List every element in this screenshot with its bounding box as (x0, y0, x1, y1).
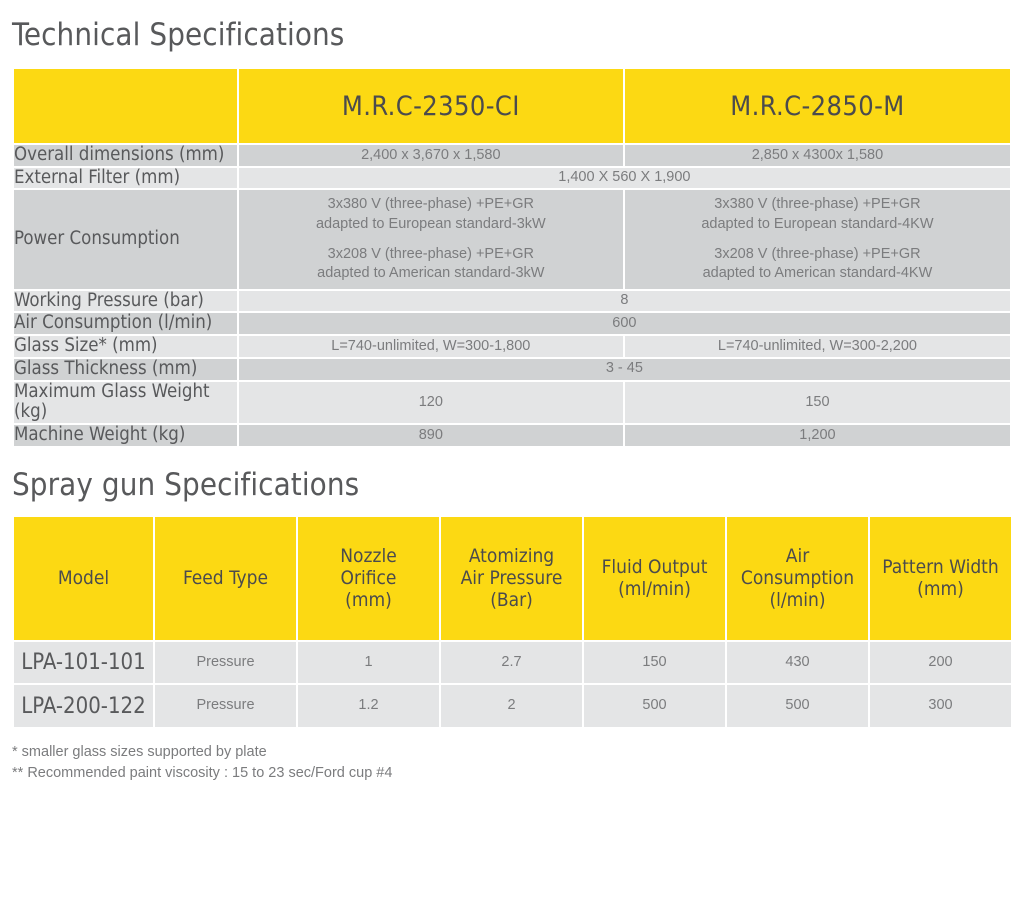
row-value: 3x380 V (three-phase) +PE+GR adapted to E… (624, 190, 1010, 289)
row-value: L=740-unlimited, W=300-1,800 (238, 336, 623, 357)
row-value: 890 (238, 425, 623, 446)
row-value: 2,850 x 4300x 1,580 (624, 145, 1010, 166)
header-line: Consumption (740, 567, 855, 590)
spray-value-cell: 150 (584, 641, 725, 684)
value-block: 3x208 V (three-phase) +PE+GR adapted to A… (625, 240, 1010, 289)
spray-value-cell: 430 (727, 641, 868, 684)
spray-model-cell: LPA-200-122 (14, 685, 153, 727)
spray-value-cell: Pressure (155, 685, 296, 727)
header-line: Air (785, 544, 810, 567)
table-row: External Filter (mm)1,400 X 560 X 1,900 (14, 167, 1010, 189)
header-line: (l/min) (769, 589, 826, 612)
spray-column-header: Model (14, 516, 153, 640)
row-value: 120 (238, 381, 623, 423)
row-value: 1,200 (624, 425, 1010, 446)
value-line: adapted to European standard-3kW (315, 216, 546, 232)
technical-specifications-title: Technical Specifications (12, 17, 345, 53)
header-line: Feed Type (182, 567, 269, 590)
spray-column-header: Feed Type (155, 516, 296, 640)
value-line: 3x380 V (three-phase) +PE+GR (714, 196, 921, 213)
header-line: (mm) (345, 589, 392, 612)
header-line: Pattern Width (882, 555, 999, 578)
table-row: Air Consumption (l/min)600 (14, 313, 1010, 335)
row-label: Overall dimensions (mm) (14, 144, 237, 166)
table-row: Glass Thickness (mm)3 - 45 (14, 358, 1010, 380)
spray-value-cell: 300 (870, 685, 1011, 727)
value-line: 3x208 V (three-phase) +PE+GR (714, 245, 921, 262)
header-line: (Bar) (490, 589, 533, 612)
row-label: Glass Size* (mm) (14, 335, 237, 357)
row-label: Maximum Glass Weight (kg) (14, 381, 237, 423)
row-label: Glass Thickness (mm) (14, 358, 237, 380)
table-row: Working Pressure (bar)8 (14, 290, 1010, 312)
spray-value-cell: 1.2 (298, 685, 439, 727)
row-value: 3x380 V (three-phase) +PE+GR adapted to E… (238, 190, 623, 289)
row-value-merged: 8 (238, 290, 1010, 312)
technical-header-row: M.R.C-2350-CI M.R.C-2850-M (14, 69, 1010, 143)
technical-header-model-1: M.R.C-2350-CI (238, 69, 623, 143)
spray-value-cell: 500 (584, 685, 725, 727)
spray-column-header: Fluid Output(ml/min) (584, 516, 725, 640)
header-line: Air Pressure (460, 567, 563, 590)
spray-value-cell: 2 (441, 685, 582, 727)
value-block: 3x380 V (three-phase) +PE+GR adapted to E… (239, 190, 623, 239)
header-line: Fluid Output (601, 555, 708, 578)
value-line: 3x380 V (three-phase) +PE+GR (327, 196, 534, 213)
spray-model-cell: LPA-101-101 (14, 641, 153, 684)
row-value: 2,400 x 3,670 x 1,580 (238, 145, 623, 166)
row-label: Machine Weight (kg) (14, 424, 237, 446)
row-label: Air Consumption (l/min) (14, 313, 237, 335)
header-line: (ml/min) (618, 578, 691, 601)
row-label: External Filter (mm) (14, 167, 237, 189)
header-line: Atomizing (468, 544, 555, 567)
footnote: * smaller glass sizes supported by plate (12, 743, 267, 760)
row-label: Working Pressure (bar) (14, 290, 237, 312)
value-line: adapted to European standard-4KW (701, 216, 934, 232)
value-line: adapted to American standard-4KW (702, 265, 933, 282)
value-block: 3x380 V (three-phase) +PE+GR adapted to E… (625, 190, 1010, 239)
table-row: Glass Size* (mm)L=740-unlimited, W=300-1… (14, 335, 1010, 357)
header-line: Model (57, 567, 110, 590)
value-line: 3x208 V (three-phase) +PE+GR (327, 245, 534, 262)
row-value-merged: 1,400 X 560 X 1,900 (238, 167, 1010, 189)
spray-value-cell: 1 (298, 641, 439, 684)
spray-gun-specifications-title: Spray gun Specifications (12, 466, 360, 503)
technical-specifications-table: M.R.C-2350-CI M.R.C-2850-M Overall dimen… (12, 67, 1012, 448)
header-line: Orifice (340, 567, 397, 590)
row-value-merged: 600 (238, 313, 1010, 335)
spray-value-cell: 500 (727, 685, 868, 727)
header-line: Nozzle (340, 544, 397, 567)
row-value: 150 (624, 381, 1010, 423)
footnote: ** Recommended paint viscosity : 15 to 2… (12, 764, 393, 781)
value-line: adapted to American standard-3kW (317, 265, 545, 282)
technical-header-blank (14, 69, 237, 143)
row-value-merged: 3 - 45 (238, 358, 1010, 380)
spray-column-header: Pattern Width(mm) (870, 516, 1011, 640)
header-line: (mm) (917, 578, 964, 601)
row-value: L=740-unlimited, W=300-2,200 (624, 336, 1010, 357)
spray-value-cell: 2.7 (441, 641, 582, 684)
spray-value-cell: 200 (870, 641, 1011, 684)
row-label: Power Consumption (14, 190, 237, 289)
footnotes: * smaller glass sizes supported by plate… (12, 742, 1012, 784)
value-block: 3x208 V (three-phase) +PE+GR adapted to A… (239, 240, 623, 289)
technical-header-model-2: M.R.C-2850-M (624, 69, 1010, 143)
spray-value-cell: Pressure (155, 641, 296, 684)
table-row: Overall dimensions (mm)2,400 x 3,670 x 1… (14, 144, 1010, 166)
